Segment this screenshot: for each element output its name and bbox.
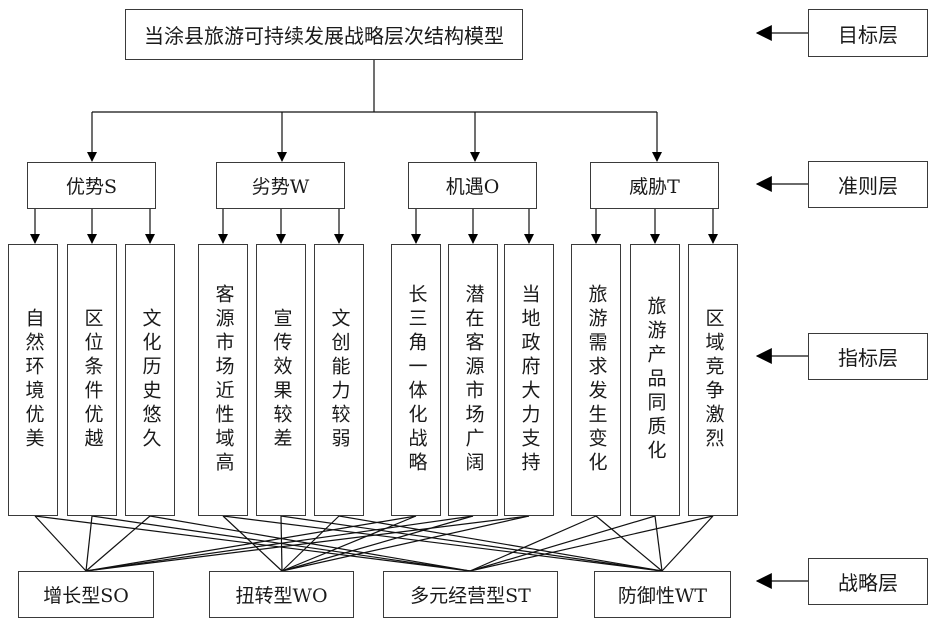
indicator-box: 客源市场近性域高: [198, 244, 248, 516]
strategy-label: 增长型SO: [43, 585, 129, 607]
strategy-link-ST-S0: [34, 515, 471, 572]
strategy-box-st: 多元经营型ST: [383, 571, 558, 618]
indicator-label: 当地政府大力支持: [518, 284, 541, 476]
strategy-link-WT-T2: [661, 515, 714, 572]
strategy-link-ST-S2: [149, 515, 471, 572]
strategy-box-wt: 防御性WT: [594, 571, 731, 618]
strategy-label: 防御性WT: [617, 585, 708, 607]
indicator-box: 区域竞争激烈: [688, 244, 738, 516]
layer-label-criteria: 准则层: [808, 161, 928, 208]
goal-box: 当涂县旅游可持续发展战略层次结构模型: [125, 9, 523, 60]
strategy-label: 多元经营型ST: [410, 585, 531, 607]
indicator-box: 文化历史悠久: [125, 244, 175, 516]
strategy-box-so: 增长型SO: [18, 571, 154, 618]
criterion-box-t: 威胁T: [590, 162, 719, 209]
indicator-box: 自然环境优美: [8, 244, 58, 516]
strategy-box-wo: 扭转型WO: [209, 571, 354, 618]
goal-title: 当涂县旅游可持续发展战略层次结构模型: [144, 24, 504, 48]
criterion-label: 机遇O: [445, 176, 500, 198]
strategy-link-WO-O0: [281, 515, 417, 572]
strategy-link-WT-W2: [338, 515, 663, 572]
indicator-box: 文创能力较弱: [314, 244, 364, 516]
strategy-link-WT-W0: [222, 515, 663, 572]
strategy-link-ST-T1: [469, 515, 656, 572]
strategy-label: 扭转型WO: [235, 585, 328, 607]
strategy-link-ST-T2: [469, 515, 714, 572]
layer-label-text: 目标层: [838, 22, 898, 47]
strategy-link-WO-O2: [281, 515, 530, 572]
indicator-box: 潜在客源市场广阔: [448, 244, 498, 516]
strategy-link-SO-S1: [85, 515, 93, 572]
criterion-box-w: 劣势W: [216, 162, 345, 209]
criterion-label: 劣势W: [251, 176, 310, 198]
strategy-link-WT-T1: [654, 515, 663, 572]
criterion-label: 威胁T: [629, 176, 680, 198]
layer-label-text: 指标层: [838, 346, 898, 370]
strategy-link-ST-T0: [469, 515, 597, 572]
criterion-box-s: 优势S: [27, 162, 156, 209]
indicator-label: 旅游产品同质化: [644, 296, 667, 464]
criterion-label: 优势S: [65, 176, 118, 198]
indicator-label: 区域竞争激烈: [702, 308, 725, 452]
strategy-link-SO-S0: [34, 515, 87, 572]
indicator-label: 长三角一体化战略: [405, 284, 428, 476]
strategy-link-WT-T0: [595, 515, 663, 572]
indicator-box: 旅游产品同质化: [630, 244, 680, 516]
indicator-label: 文创能力较弱: [328, 308, 351, 452]
indicator-label: 自然环境优美: [22, 308, 45, 452]
strategy-link-WT-W1: [280, 515, 663, 572]
indicator-label: 宣传效果较差: [270, 308, 293, 452]
indicator-box: 旅游需求发生变化: [571, 244, 621, 516]
strategy-link-WO-O1: [281, 515, 474, 572]
criterion-box-o: 机遇O: [408, 162, 537, 209]
strategy-link-ST-S1: [91, 515, 471, 572]
strategy-link-SO-S2: [85, 515, 151, 572]
indicator-label: 区位条件优越: [81, 308, 104, 452]
layer-label-indicator: 指标层: [808, 333, 928, 380]
indicator-label: 旅游需求发生变化: [585, 284, 608, 476]
layer-label-text: 准则层: [838, 174, 898, 198]
layer-label-strategy: 战略层: [808, 558, 928, 605]
indicator-box: 宣传效果较差: [256, 244, 306, 516]
indicator-label: 客源市场近性域高: [212, 284, 235, 476]
indicator-label: 文化历史悠久: [139, 308, 162, 452]
indicator-label: 潜在客源市场广阔: [462, 284, 485, 476]
indicator-box: 区位条件优越: [67, 244, 117, 516]
layer-label-goal: 目标层: [808, 9, 928, 57]
indicator-box: 当地政府大力支持: [504, 244, 554, 516]
layer-label-text: 战略层: [838, 571, 898, 595]
indicator-box: 长三角一体化战略: [391, 244, 441, 516]
